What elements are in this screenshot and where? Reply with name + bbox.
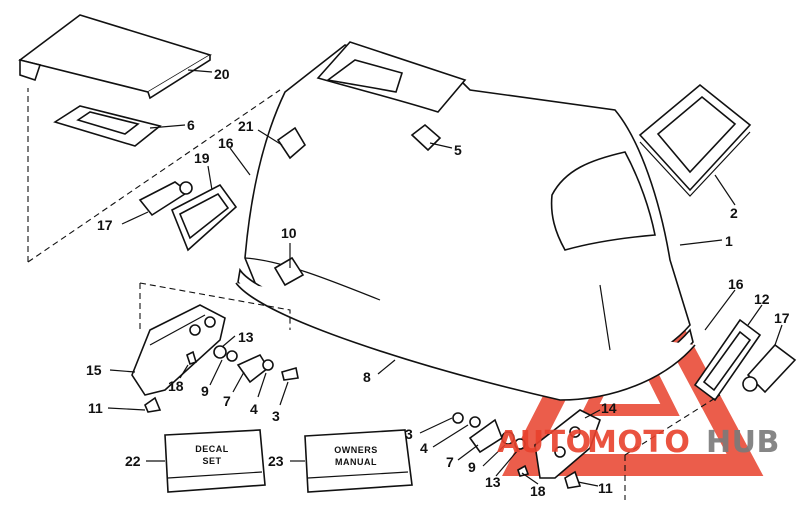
manual-label-line2: MANUAL — [335, 457, 377, 467]
callout-5: 5 — [454, 142, 462, 158]
hardware-left-group — [144, 345, 299, 413]
callout-4-right: 4 — [420, 440, 428, 456]
callout-18-right: 18 — [530, 483, 546, 499]
callout-7-left: 7 — [223, 393, 231, 409]
callout-17-right: 17 — [774, 310, 790, 326]
owners-manual-box-part-23: OWNERS MANUAL — [304, 429, 413, 493]
bracket-part-15 — [131, 304, 226, 396]
callout-19: 19 — [194, 150, 210, 166]
gasket-part-6 — [53, 105, 162, 147]
callout-9-right: 9 — [468, 459, 476, 475]
callout-3-left: 3 — [272, 408, 280, 424]
decal-label-line2: SET — [202, 456, 221, 466]
knob-part-10 — [273, 256, 305, 287]
callout-14: 14 — [601, 400, 617, 416]
callout-23: 23 — [268, 453, 284, 469]
callout-9-left: 9 — [201, 383, 209, 399]
svg-text:HUB: HUB — [706, 425, 780, 460]
latch-plate-part-19 — [170, 183, 238, 252]
latch-plate-part-12 — [693, 318, 762, 402]
manual-label-line1: OWNERS — [334, 445, 378, 455]
callout-8: 8 — [363, 369, 371, 385]
callout-16-left: 16 — [218, 135, 234, 151]
callout-18-left: 18 — [168, 378, 184, 394]
callout-17-left: 17 — [97, 217, 113, 233]
callout-7-right: 7 — [446, 454, 454, 470]
callout-15: 15 — [86, 362, 102, 378]
callout-2: 2 — [730, 205, 738, 221]
callout-6: 6 — [187, 117, 195, 133]
bracket-part-14 — [534, 409, 601, 479]
svg-text:AUTO: AUTO — [497, 425, 592, 460]
hardware-right-group — [452, 412, 582, 489]
window-frame-part-2 — [638, 83, 752, 197]
knob-part-21 — [276, 126, 307, 160]
callout-11-left: 11 — [88, 400, 103, 416]
watermark-text: AUTO MOTO HUB — [497, 425, 780, 460]
callout-16-right: 16 — [728, 276, 744, 292]
decal-label-line1: DECAL — [195, 444, 229, 454]
decal-set-box-part-22: DECAL SET — [164, 429, 266, 493]
callout-12: 12 — [754, 291, 770, 307]
callout-4-left: 4 — [250, 401, 258, 417]
callout-21: 21 — [238, 118, 254, 134]
latch-handle-part-17-left — [138, 181, 193, 217]
top-cover-plate-part-20 — [18, 14, 212, 100]
callout-13-right: 13 — [485, 474, 501, 490]
explode-guide-lines — [27, 88, 721, 500]
leader-lines — [107, 69, 783, 487]
callout-13-left: 13 — [238, 329, 254, 345]
callout-3-right: 3 — [405, 426, 413, 442]
engine-cover-part-1 — [235, 41, 696, 401]
latch-handle-part-17-right — [742, 343, 797, 394]
callout-11-right: 11 — [598, 480, 613, 496]
callout-numbers: 20 6 5 21 16 19 17 10 1 2 16 12 17 8 13 … — [86, 66, 790, 499]
callout-1: 1 — [725, 233, 733, 249]
callout-20: 20 — [214, 66, 230, 82]
callout-22: 22 — [125, 453, 141, 469]
callout-10: 10 — [281, 225, 297, 241]
svg-text:MOTO: MOTO — [587, 425, 690, 460]
